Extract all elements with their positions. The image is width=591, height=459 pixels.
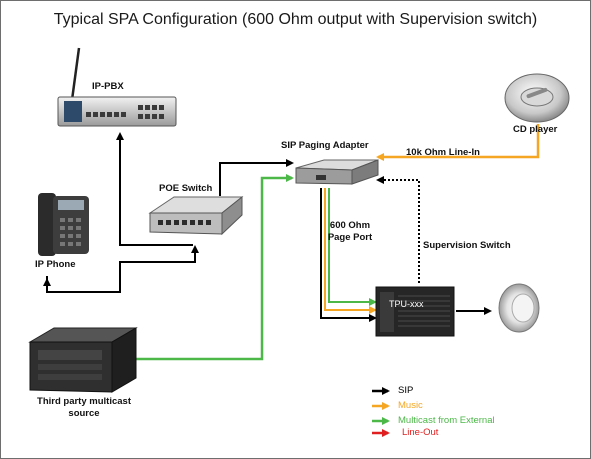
legend-sip-label: SIP: [398, 385, 414, 396]
multicast-source-label: Third party multicast source: [37, 396, 131, 419]
poe-switch-label: POE Switch: [159, 183, 213, 194]
legend-lineout-label: Line-Out: [402, 427, 439, 438]
diagram-title: Typical SPA Configuration (600 Ohm outpu…: [53, 11, 538, 28]
music-line-cd: [376, 124, 540, 161]
page-port-label: 600 Ohm Page Port: [327, 220, 373, 243]
tpu-device: [375, 286, 455, 337]
multicast-line: [136, 174, 294, 361]
page-port-sip-line: [320, 188, 377, 322]
sip-paging-adapter-label: SIP Paging Adapter: [281, 140, 369, 151]
cd-player-label: CD player: [513, 124, 558, 135]
ip-phone-label: IP Phone: [35, 259, 76, 270]
ip-pbx-label: IP-PBX: [92, 81, 124, 92]
sip-line-pbx: [116, 132, 193, 246]
ceiling-speaker-device: [498, 283, 540, 333]
legend-music-label: Music: [398, 400, 423, 411]
poe-switch-device: [148, 195, 244, 236]
supervision-switch-label: Supervision Switch: [423, 240, 511, 251]
supervision-line: [376, 176, 420, 283]
legend-multicast-label: Multicast from External: [398, 415, 495, 426]
sip-paging-adapter-device: [295, 159, 379, 185]
multicast-source-device: [28, 327, 138, 393]
cd-player-device: [504, 73, 570, 123]
ip-pbx-device: [57, 47, 177, 127]
line-in-label: 10k Ohm Line-In: [406, 147, 480, 158]
tpu-label: TPU-xxx: [389, 299, 424, 309]
sip-line-poe-adapter: [219, 159, 294, 196]
page-port-multicast-line: [328, 188, 377, 306]
ip-phone-device: [38, 193, 89, 256]
page-port-music-line: [324, 188, 377, 314]
